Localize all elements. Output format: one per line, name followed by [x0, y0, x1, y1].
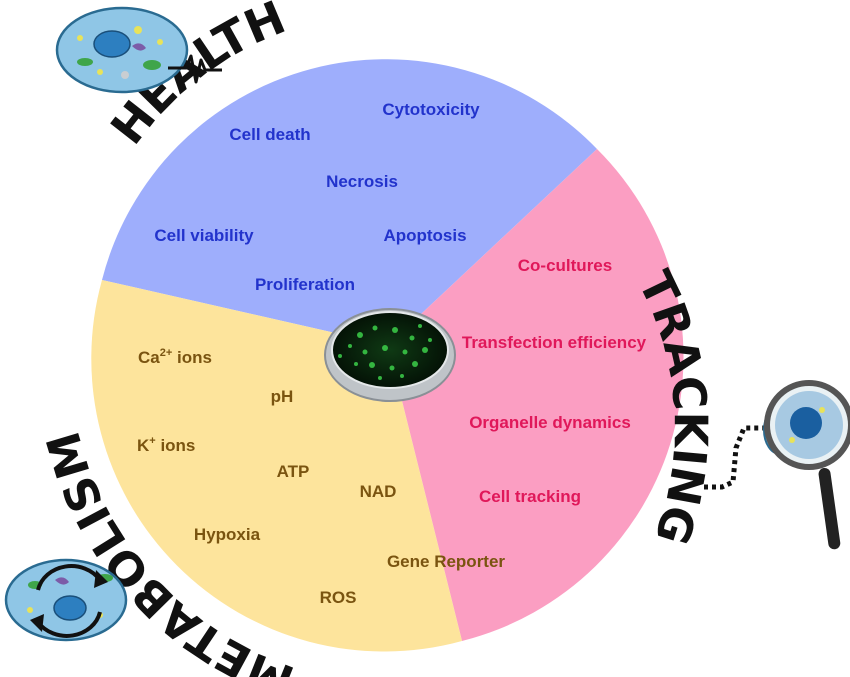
label-ros: ROS — [320, 588, 357, 607]
label-co-cultures: Co-cultures — [518, 256, 612, 275]
label-apoptosis: Apoptosis — [383, 226, 466, 245]
label-cell-death: Cell death — [229, 125, 310, 144]
label-organelle-dynamics: Organelle dynamics — [469, 413, 631, 432]
label-gene-reporter: Gene Reporter — [387, 552, 505, 571]
label-ph: pH — [271, 387, 294, 406]
cycle-arrows-icon — [30, 564, 108, 638]
label-ca-ions: Ca2+ ions — [138, 347, 212, 367]
label-hypoxia: Hypoxia — [194, 525, 261, 544]
health-sector — [102, 59, 597, 346]
heartbeat-icon — [168, 54, 222, 84]
label-cell-tracking: Cell tracking — [479, 487, 581, 506]
cell-icon — [55, 6, 189, 94]
tracking-sector — [388, 149, 684, 641]
label-necrosis: Necrosis — [326, 172, 398, 191]
label-cytotoxicity: Cytotoxicity — [382, 100, 480, 119]
label-cell-viability: Cell viability — [154, 226, 254, 245]
label-proliferation: Proliferation — [255, 275, 355, 294]
petri-dish-icon — [324, 308, 456, 402]
label-atp: ATP — [277, 462, 310, 481]
magnifier-icon — [704, 380, 850, 550]
label-nad: NAD — [360, 482, 397, 501]
cell-icon — [4, 558, 128, 642]
label-k-ions: K+ ions — [137, 435, 195, 455]
label-transfection-efficiency: Transfection efficiency — [462, 333, 647, 352]
